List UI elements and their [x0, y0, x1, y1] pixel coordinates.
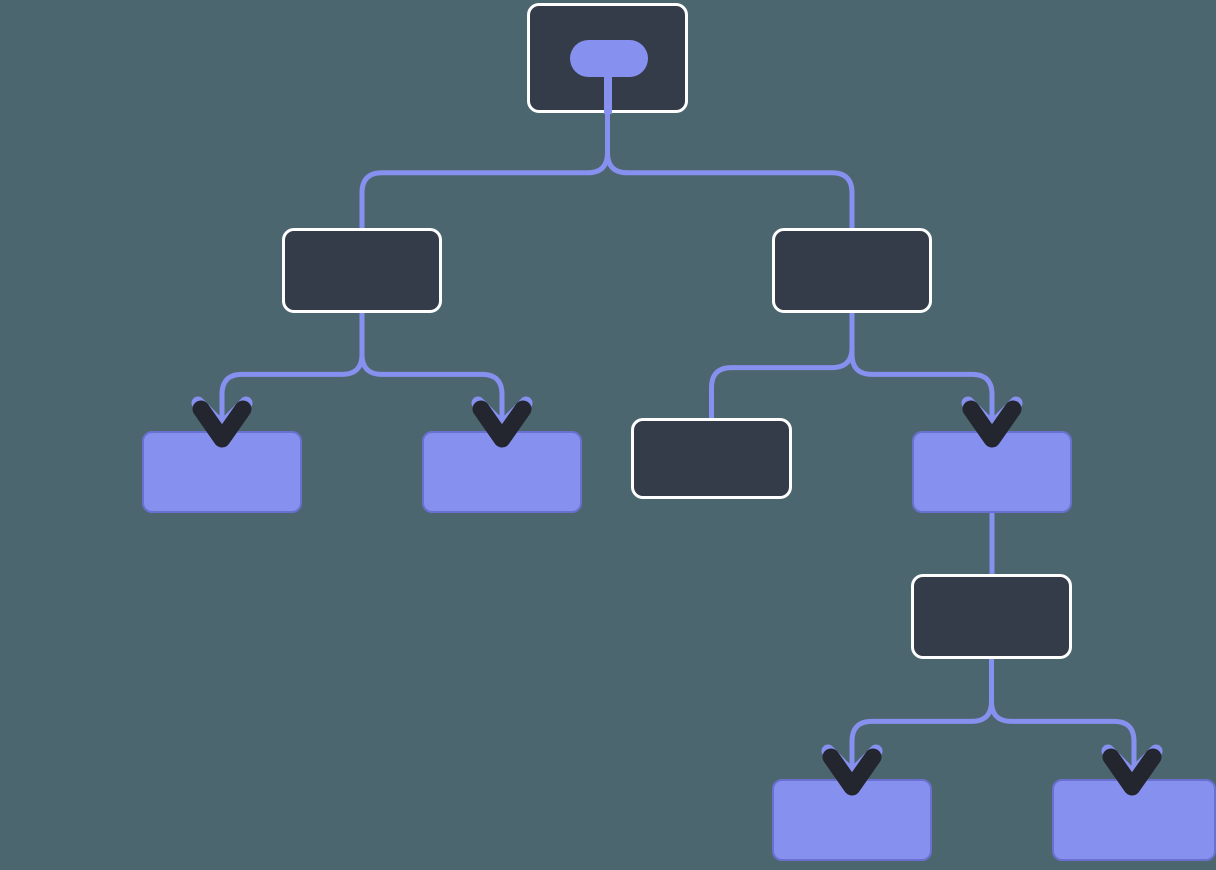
branch-node-right[interactable]: [772, 228, 932, 313]
edge-sub-branch-to-leaf-four: [989, 659, 1137, 779]
root-stem-icon: [604, 58, 612, 114]
arrowhead-leaf-four: [1101, 744, 1163, 796]
arrowhead-leaf-one: [191, 396, 253, 448]
edge-left-branch-to-leaf-two: [359, 313, 505, 431]
branch-node-left[interactable]: [282, 228, 442, 313]
arrowhead-leaf-two: [471, 396, 533, 448]
arrowhead-accent-branch: [961, 396, 1023, 448]
sub-branch-node[interactable]: [911, 574, 1072, 659]
edge-right-branch-to-accent: [849, 313, 995, 431]
edge-root-to-right-branch: [605, 113, 855, 228]
terminal-node-dark[interactable]: [631, 418, 792, 499]
arrowhead-leaf-three: [821, 744, 883, 796]
